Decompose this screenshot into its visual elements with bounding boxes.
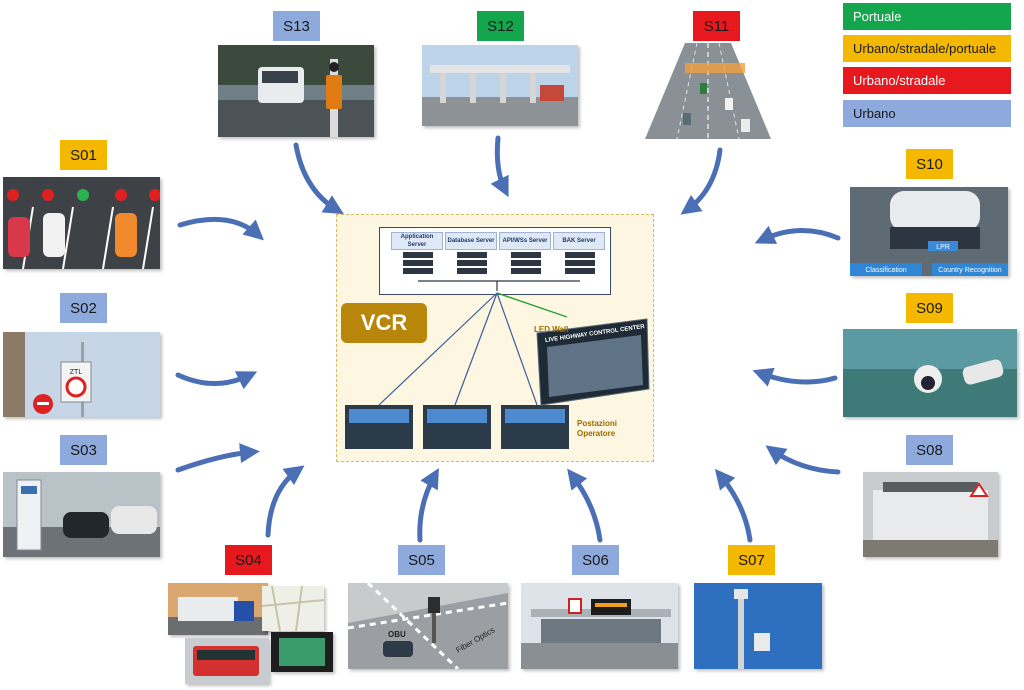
photo-s03-ev-charging xyxy=(3,472,160,557)
led-wall-label: LED Wall xyxy=(534,325,568,334)
arrow-s05 xyxy=(417,468,439,543)
tag-s10: S10 xyxy=(906,149,953,179)
tag-label: S13 xyxy=(283,17,310,35)
tag-s07: S07 xyxy=(728,545,775,575)
tag-label: S10 xyxy=(916,155,943,173)
arrow-s12 xyxy=(490,135,509,198)
tag-s12: S12 xyxy=(477,11,524,41)
arrow-s07 xyxy=(714,468,753,543)
tag-s09: S09 xyxy=(906,293,953,323)
photo-s09-cameras xyxy=(843,329,1017,417)
legend-label: Urbano xyxy=(853,106,896,121)
legend-label: Urbano/stradale/portuale xyxy=(853,41,997,56)
tag-s04: S04 xyxy=(225,545,272,575)
lpr-label: LPR xyxy=(936,244,950,251)
server-database: Database Server xyxy=(445,232,497,250)
tag-label: S08 xyxy=(916,441,943,459)
operators-text: Postazioni Operatore xyxy=(577,419,618,438)
legend-urbano-stradale-portuale: Urbano/stradale/portuale xyxy=(843,35,1011,62)
photo-s08-tunnel xyxy=(863,472,998,557)
tag-s11: S11 xyxy=(693,11,740,41)
arrow-s03 xyxy=(175,443,260,473)
tag-s13: S13 xyxy=(273,11,320,41)
vcr-panel: Application Server Database Server API/W… xyxy=(336,214,654,462)
operators-label: Postazioni Operatore xyxy=(577,419,647,439)
arrow-s13 xyxy=(293,142,344,215)
photo-s04-tablet xyxy=(271,632,333,672)
led-wall-text: LED Wall xyxy=(534,325,569,334)
arrow-s08 xyxy=(765,445,841,475)
tag-label: S05 xyxy=(408,551,435,569)
photo-s04-map xyxy=(262,586,324,631)
tag-s03: S03 xyxy=(60,435,107,465)
sign-text: ZTL xyxy=(70,369,83,376)
tag-label: S09 xyxy=(916,299,943,317)
photo-s10-truck-lpr: LPR Classification Country Recognition xyxy=(850,187,1008,276)
tag-s05: S05 xyxy=(398,545,445,575)
arrow-s11 xyxy=(680,147,723,215)
photo-s11-highway xyxy=(645,43,771,139)
tag-label: S04 xyxy=(235,551,262,569)
arrow-s10 xyxy=(754,225,841,244)
server-bak: BAK Server xyxy=(553,232,605,250)
photo-s02-ztl-sign: ZTL xyxy=(3,332,160,417)
photo-s13-speed-camera xyxy=(218,45,374,137)
tag-label: S01 xyxy=(70,146,97,164)
tag-label: S07 xyxy=(738,551,765,569)
tag-label: S03 xyxy=(70,441,97,459)
obu-label: OBU xyxy=(388,630,406,639)
tag-label: S11 xyxy=(703,17,730,35)
server-label: BAK Server xyxy=(562,238,596,244)
photo-s06-gantry xyxy=(521,583,678,669)
legend-urbano: Urbano xyxy=(843,100,1011,127)
vcr-badge: VCR xyxy=(341,303,427,343)
photo-s12-port-gates xyxy=(422,45,578,126)
country-recognition-label: Country Recognition xyxy=(938,267,1002,274)
photo-s04-truck xyxy=(168,583,268,635)
classification-label: Classification xyxy=(865,267,906,274)
tag-s08: S08 xyxy=(906,435,953,465)
tag-s06: S06 xyxy=(572,545,619,575)
tag-s02: S02 xyxy=(60,293,107,323)
arrow-s01 xyxy=(177,216,264,241)
server-label: API/WSs Server xyxy=(502,238,548,244)
photo-s01-parking xyxy=(3,177,160,269)
arrow-s09 xyxy=(752,367,838,387)
tag-label: S02 xyxy=(70,299,97,317)
vcr-network-lines: LIVE HIGHWAY CONTROL CENTER xyxy=(345,252,650,449)
arrow-s02 xyxy=(175,371,258,390)
photo-s04-bus xyxy=(185,638,269,684)
server-application: Application Server xyxy=(391,232,443,250)
legend-label: Portuale xyxy=(853,9,902,24)
server-api: API/WSs Server xyxy=(499,232,551,250)
tag-s01: S01 xyxy=(60,140,107,170)
arrow-s06 xyxy=(567,468,603,543)
photo-s07-weather-station xyxy=(694,583,822,669)
server-label: Database Server xyxy=(447,238,495,244)
legend-urbano-stradale: Urbano/stradale xyxy=(843,67,1011,94)
arrow-s04 xyxy=(265,465,305,538)
tag-label: S06 xyxy=(582,551,609,569)
tag-label: S12 xyxy=(487,17,514,35)
photo-s05-intersection: OBU Fiber Optics xyxy=(348,583,508,669)
vcr-title: VCR xyxy=(360,310,408,335)
server-label: Application Server xyxy=(400,234,434,248)
legend-portuale: Portuale xyxy=(843,3,1011,30)
legend-label: Urbano/stradale xyxy=(853,73,946,88)
